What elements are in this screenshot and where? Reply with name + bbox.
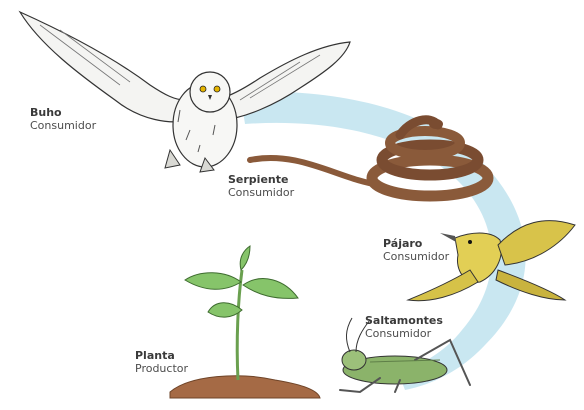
organism-name: Saltamontes: [365, 314, 443, 327]
organism-name: Buho: [30, 106, 96, 119]
plant-illustration: [170, 246, 320, 398]
organism-name: Pájaro: [383, 237, 449, 250]
owl-illustration: [20, 12, 350, 172]
organism-role: Consumidor: [383, 250, 449, 263]
organism-name: Serpiente: [228, 173, 294, 186]
organism-role: Productor: [135, 362, 188, 375]
label-buho: Buho Consumidor: [30, 106, 96, 132]
label-saltamontes: Saltamontes Consumidor: [365, 314, 443, 340]
organism-role: Consumidor: [365, 327, 443, 340]
organism-name: Planta: [135, 349, 188, 362]
organism-role: Consumidor: [30, 119, 96, 132]
label-planta: Planta Productor: [135, 349, 188, 375]
organism-role: Consumidor: [228, 186, 294, 199]
label-pajaro: Pájaro Consumidor: [383, 237, 449, 263]
label-serpiente: Serpiente Consumidor: [228, 173, 294, 199]
